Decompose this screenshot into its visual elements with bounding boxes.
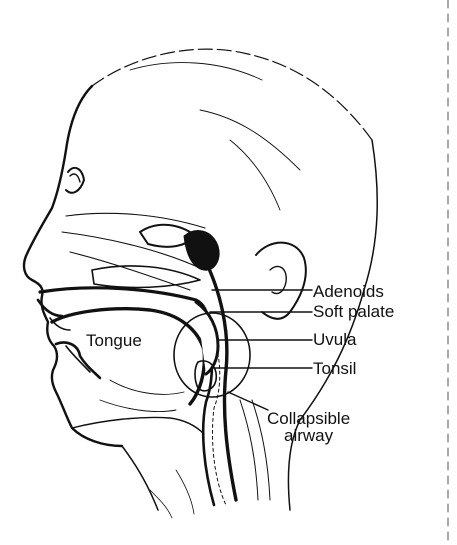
turbinate-lower [92, 266, 200, 288]
label-collapsible-line1: Collapsible [267, 410, 350, 427]
ear [256, 243, 306, 319]
label-collapsible-airway: Collapsible airway [267, 410, 350, 444]
label-collapsible-line2: airway [267, 427, 350, 444]
label-tonsil: Tonsil [313, 360, 356, 377]
cervical-spine [240, 400, 270, 500]
neck-folds [150, 470, 194, 518]
label-tongue: Tongue [86, 332, 142, 349]
hair-outline [92, 49, 372, 140]
leader-collapsible-airway [228, 392, 268, 410]
nasal-cavity [62, 213, 205, 290]
face-profile [24, 86, 122, 446]
neck-outline [122, 140, 377, 510]
label-adenoids: Adenoids [313, 283, 384, 300]
eye [66, 168, 84, 193]
floor-of-mouth [72, 417, 204, 434]
label-soft-palate: Soft palate [313, 303, 394, 320]
adenoid-mass [184, 231, 219, 271]
hair-strands [130, 63, 300, 210]
label-uvula: Uvula [313, 331, 356, 348]
